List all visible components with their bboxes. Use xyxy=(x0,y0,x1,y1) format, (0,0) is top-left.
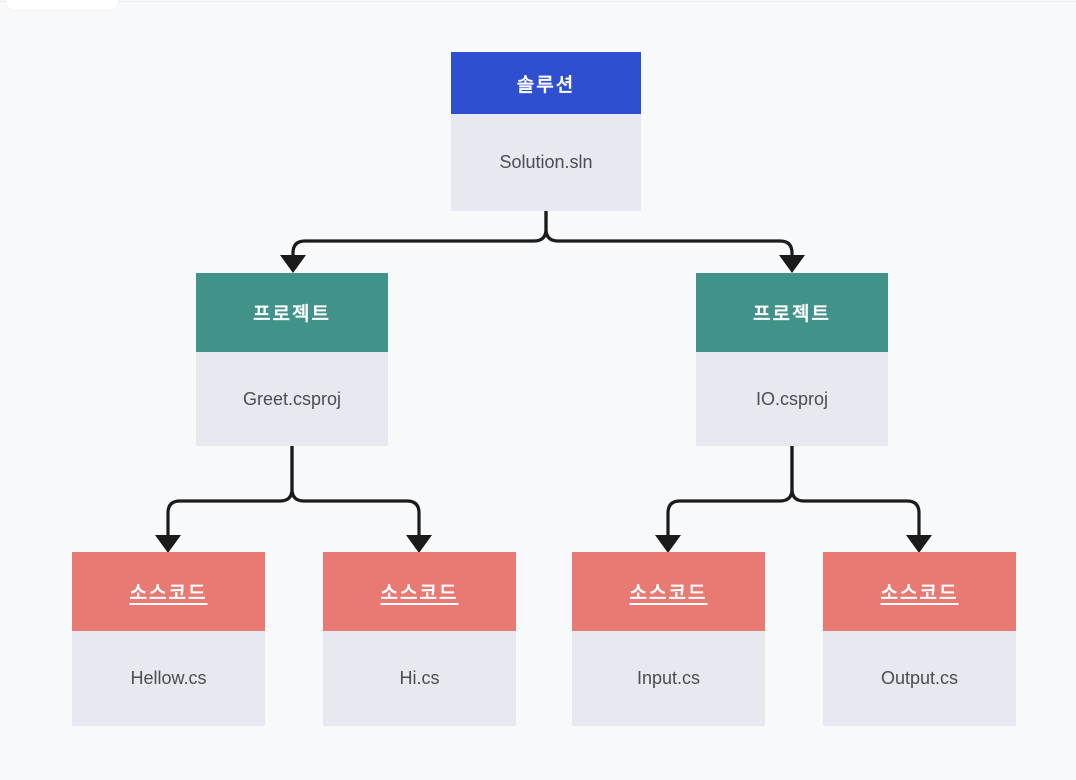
top-edge-line xyxy=(0,1,1076,2)
node-source-hi-label: Hi.cs xyxy=(323,631,516,726)
node-project-greet-label: Greet.csproj xyxy=(196,352,388,446)
connector-solution-io xyxy=(544,209,794,258)
node-solution-header: 솔루션 xyxy=(451,52,641,114)
arrowhead-output xyxy=(906,535,932,553)
node-project-greet-header: 프로젝트 xyxy=(196,273,388,352)
node-source-hellow-label: Hellow.cs xyxy=(72,631,265,726)
arrowhead-greet xyxy=(280,255,306,273)
node-solution-label: Solution.sln xyxy=(451,114,641,211)
arrowhead-io xyxy=(779,255,805,273)
node-source-output-header: 소스코드 xyxy=(823,552,1016,631)
connector-greet-hi xyxy=(290,444,421,538)
node-source-output: 소스코드 Output.cs xyxy=(823,552,1016,726)
arrowhead-hi xyxy=(406,535,432,553)
arrowhead-input xyxy=(655,535,681,553)
top-left-pill xyxy=(6,0,118,10)
connector-solution-greet xyxy=(291,209,548,258)
node-source-input-header: 소스코드 xyxy=(572,552,765,631)
node-solution: 솔루션 Solution.sln xyxy=(451,52,641,211)
connector-greet-hellow xyxy=(166,444,294,538)
node-source-hellow-header: 소스코드 xyxy=(72,552,265,631)
node-source-input: 소스코드 Input.cs xyxy=(572,552,765,726)
node-source-output-label: Output.cs xyxy=(823,631,1016,726)
node-source-input-label: Input.cs xyxy=(572,631,765,726)
node-source-hi: 소스코드 Hi.cs xyxy=(323,552,516,726)
node-project-io: 프로젝트 IO.csproj xyxy=(696,273,888,446)
arrowhead-hellow xyxy=(155,535,181,553)
node-project-io-label: IO.csproj xyxy=(696,352,888,446)
node-project-greet: 프로젝트 Greet.csproj xyxy=(196,273,388,446)
node-source-hi-header: 소스코드 xyxy=(323,552,516,631)
connector-io-output xyxy=(790,444,921,538)
node-source-hellow: 소스코드 Hellow.cs xyxy=(72,552,265,726)
connector-io-input xyxy=(666,444,794,538)
node-project-io-header: 프로젝트 xyxy=(696,273,888,352)
